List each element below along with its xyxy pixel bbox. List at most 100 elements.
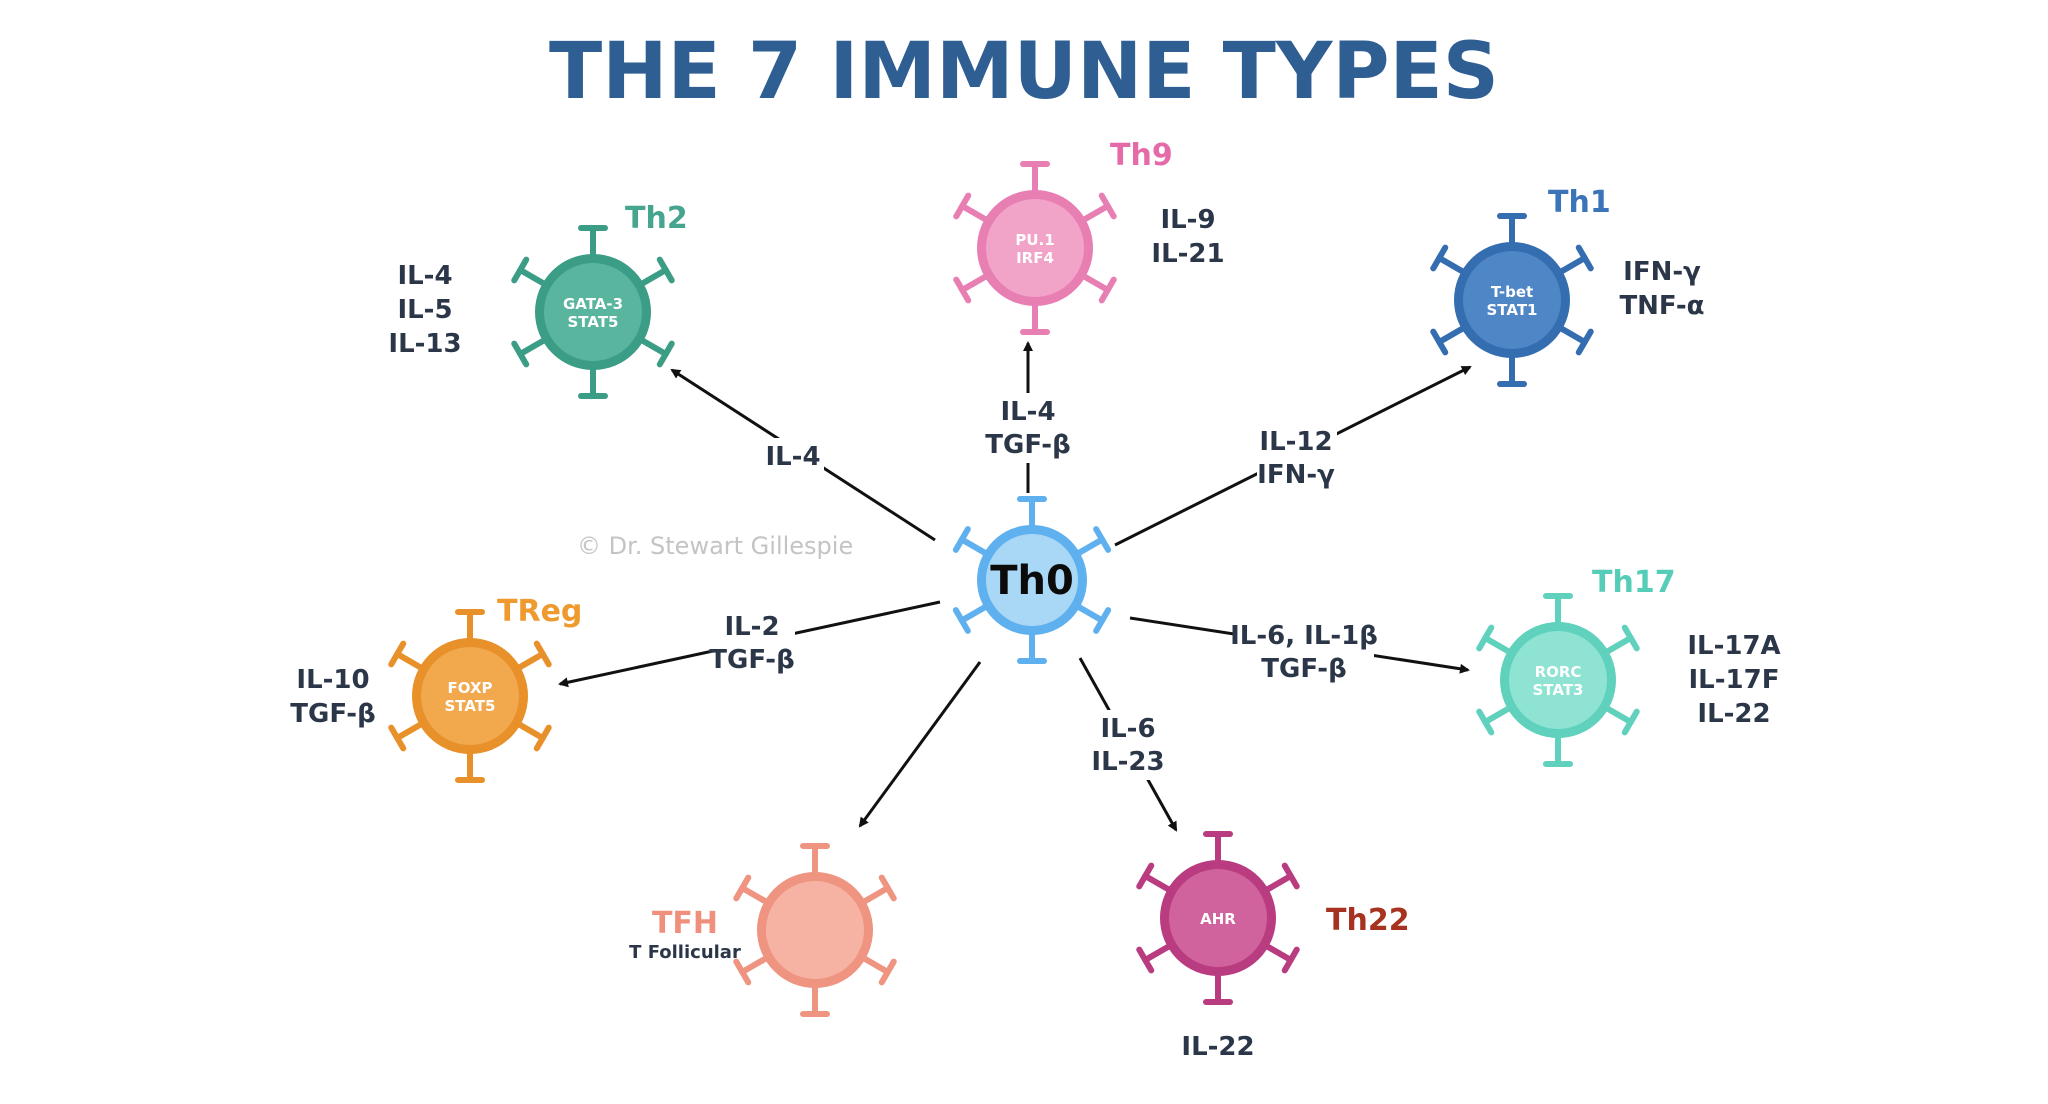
svg-text:IL-6: IL-6 (1100, 714, 1155, 744)
cell-marker-label: STAT3 (1533, 681, 1584, 699)
cell-name-th22: Th22 (1326, 903, 1410, 938)
cell-spike-cap (878, 958, 897, 986)
svg-text:IL-4: IL-4 (397, 261, 452, 291)
svg-text:IL-4: IL-4 (1000, 397, 1055, 427)
svg-text:IL-17A: IL-17A (1687, 631, 1780, 661)
cell-spike-cap (656, 340, 675, 368)
cell-spike-cap (1430, 244, 1449, 272)
center-cell-label: Th0 (990, 558, 1074, 604)
svg-text:IL-6, IL-1β: IL-6, IL-1β (1230, 621, 1378, 651)
cell-spike-cap (388, 640, 407, 668)
cell-spike-cap (388, 724, 407, 752)
watermark: © Dr. Stewart Gillespie (577, 532, 853, 560)
cell-th0: Th0 (952, 496, 1112, 664)
cell-spike-cap (533, 724, 552, 752)
cell-spike-cap (1098, 276, 1117, 304)
svg-text:IFN-γ: IFN-γ (1257, 460, 1335, 490)
inducers-th1: IL-12 IFN-γ (1257, 427, 1335, 490)
cell-spike-cap (656, 256, 675, 284)
svg-text:IL-10: IL-10 (296, 665, 369, 695)
cell-marker-label: T-bet (1491, 283, 1533, 301)
cell-spike-cap (953, 192, 972, 220)
cell-spike-cap (1136, 946, 1155, 974)
svg-text:TGF-β: TGF-β (985, 430, 1070, 460)
cell-spike-cap (1430, 328, 1449, 356)
cell-spike-cap (533, 640, 552, 668)
svg-text:TGF-β: TGF-β (290, 699, 375, 729)
cell-spike-cap (1621, 708, 1640, 736)
cell-body (544, 263, 642, 361)
cell-marker-label: GATA-3 (563, 295, 623, 313)
cell-spike-cap (1476, 708, 1495, 736)
cytokines-th9: IL-9 IL-21 (1151, 205, 1224, 269)
cell-marker-label: STAT5 (568, 313, 619, 331)
cell-spike-cap (953, 276, 972, 304)
cytokines-treg: IL-10 TGF-β (290, 665, 375, 729)
cell-name-th17: Th17 (1592, 565, 1676, 600)
inducers-th9: IL-4 TGF-β (985, 397, 1070, 460)
cell-spike-cap (1136, 862, 1155, 890)
inducers-treg: IL-2 TGF-β (709, 612, 794, 675)
cell-body (1509, 631, 1607, 729)
cytokines-th22: IL-22 (1181, 1032, 1254, 1062)
svg-text:IL-22: IL-22 (1697, 699, 1770, 729)
cell-spike-cap (1476, 624, 1495, 652)
cell-th22: AHR (1136, 831, 1300, 1005)
cell-name-th1: Th1 (1548, 185, 1611, 220)
cell-name-treg: TReg (497, 594, 582, 629)
svg-text:IL-23: IL-23 (1091, 747, 1164, 777)
cell-spike-cap (1098, 192, 1117, 220)
svg-text:IL-17F: IL-17F (1689, 665, 1780, 695)
cytokines-th17: IL-17A IL-17F IL-22 (1687, 631, 1780, 729)
cell-body (1463, 251, 1561, 349)
cell-spike-cap (952, 526, 971, 553)
cell-spike-cap (1575, 244, 1594, 272)
cell-spike-cap (1575, 328, 1594, 356)
cell-body (766, 881, 864, 979)
cell-marker-label: AHR (1200, 910, 1236, 928)
inducers-th2: IL-4 (765, 442, 820, 472)
cell-name-th2: Th2 (625, 201, 688, 236)
svg-text:IL-2: IL-2 (724, 612, 779, 642)
cell-marker-label: STAT1 (1487, 301, 1538, 319)
cell-body (421, 647, 519, 745)
cell-spike-cap (1093, 526, 1112, 553)
cell-spike-cap (733, 958, 752, 986)
cell-spike-cap (952, 607, 971, 634)
svg-text:IL-22: IL-22 (1181, 1032, 1254, 1062)
cell-subtitle-tfh: T Follicular (629, 942, 741, 963)
cell-name-th9: Th9 (1110, 138, 1173, 173)
cell-spike-cap (878, 874, 897, 902)
cell-marker-label: FOXP (447, 679, 492, 697)
cell-spike-cap (511, 340, 530, 368)
cell-name-tfh: TFH (652, 906, 718, 941)
inducers-th22: IL-6 IL-23 (1091, 714, 1164, 777)
svg-text:IL-9: IL-9 (1160, 205, 1215, 235)
cell-marker-label: PU.1 (1015, 231, 1054, 249)
cell-tfh (733, 843, 897, 1017)
svg-text:TGF-β: TGF-β (1261, 654, 1346, 684)
cell-spike-cap (511, 256, 530, 284)
diagram-title: THE 7 IMMUNE TYPES (549, 27, 1499, 117)
cytokines-th1: IFN-γ TNF-α (1619, 257, 1704, 321)
cell-spike-cap (1281, 862, 1300, 890)
svg-text:IL-21: IL-21 (1151, 239, 1224, 269)
cell-body (986, 534, 1078, 626)
svg-text:IL-5: IL-5 (397, 295, 452, 325)
svg-text:IL-13: IL-13 (388, 329, 461, 359)
cell-body (1169, 869, 1267, 967)
inducers-th17: IL-6, IL-1β TGF-β (1230, 621, 1378, 684)
cell-marker-label: STAT5 (445, 697, 496, 715)
svg-text:TNF-α: TNF-α (1619, 291, 1704, 321)
cell-spike-cap (733, 874, 752, 902)
svg-text:TGF-β: TGF-β (709, 645, 794, 675)
cell-spike-cap (1281, 946, 1300, 974)
cell-spike-cap (1093, 607, 1112, 634)
svg-text:IL-12: IL-12 (1259, 427, 1332, 457)
svg-text:IL-4: IL-4 (765, 442, 820, 472)
